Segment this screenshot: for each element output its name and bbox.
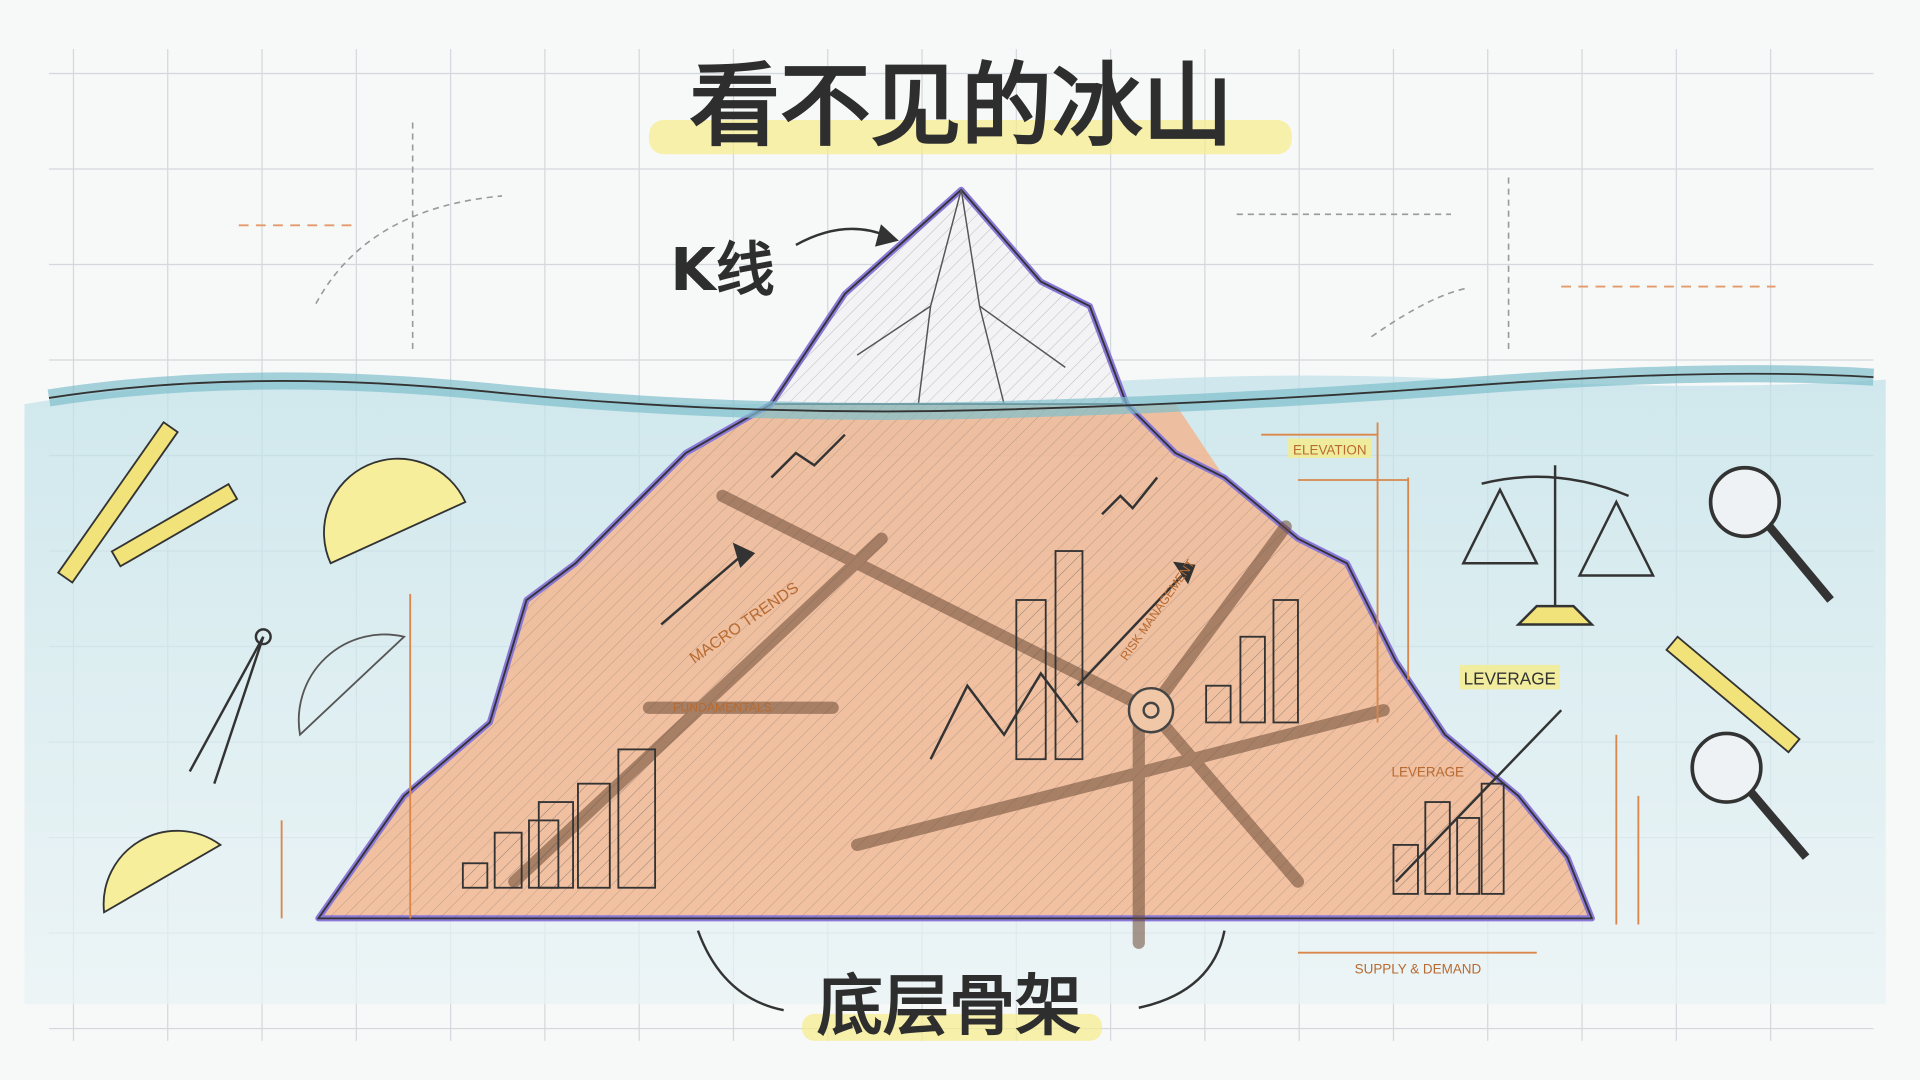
base-label: 底层骨架 [817,968,1081,1045]
base-label-highlight [802,1013,1103,1041]
ruler-icon [56,420,239,584]
scale-icon [1461,465,1656,626]
protractor-icon [102,457,467,914]
title-highlight [648,120,1292,155]
trend-lines [660,433,1563,883]
leverage-inner-label: LEVERAGE [1391,764,1464,779]
protractor-icon [297,633,406,737]
tip-label: K线 [670,235,774,304]
bar-sketches [461,550,1505,895]
caliper-icon [1665,635,1801,754]
gear-icon [1127,686,1175,734]
magnifier-icon [1690,465,1834,860]
supply-demand-label: SUPPLY & DEMAND [1355,961,1482,976]
page-title: 看不见的冰山 [689,54,1233,159]
elevation-label: ELEVATION [1293,442,1367,457]
leverage-label: LEVERAGE [1464,668,1556,688]
iceberg [280,186,1640,954]
compass-icon [188,628,272,785]
fundamentals-label: FUNDAMENTALS [673,700,772,714]
pointer-arrows [696,224,1226,1012]
